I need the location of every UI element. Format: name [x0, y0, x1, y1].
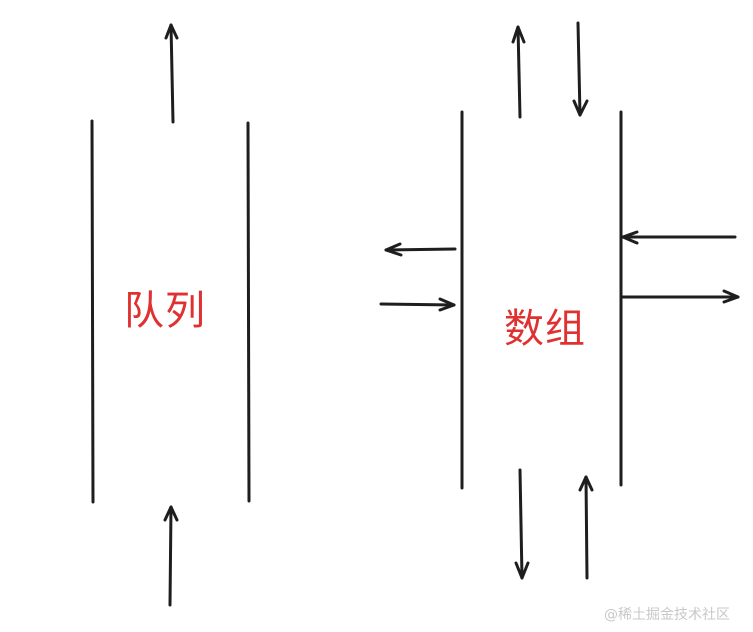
array-bottom-out-arrow-icon — [514, 468, 530, 580]
array-left-out-arrow-icon — [384, 242, 457, 257]
array-top-in-arrow-icon — [572, 21, 589, 117]
array-right-in-arrow-icon — [621, 230, 737, 245]
queue-dequeue-arrow-icon — [164, 23, 179, 124]
array-right-out-arrow-icon — [621, 289, 740, 304]
array-bottom-in-arrow-icon — [578, 475, 594, 580]
watermark: @稀土掘金技术社区 — [604, 607, 730, 623]
array-top-out-arrow-icon — [511, 25, 526, 119]
queue-label: 队列 — [124, 288, 206, 334]
queue-right-wall — [246, 121, 251, 503]
queue-left-wall — [90, 119, 95, 504]
array-left-in-arrow-icon — [379, 297, 456, 312]
array-label: 数组 — [504, 306, 586, 352]
queue-enqueue-arrow-icon — [163, 505, 179, 607]
